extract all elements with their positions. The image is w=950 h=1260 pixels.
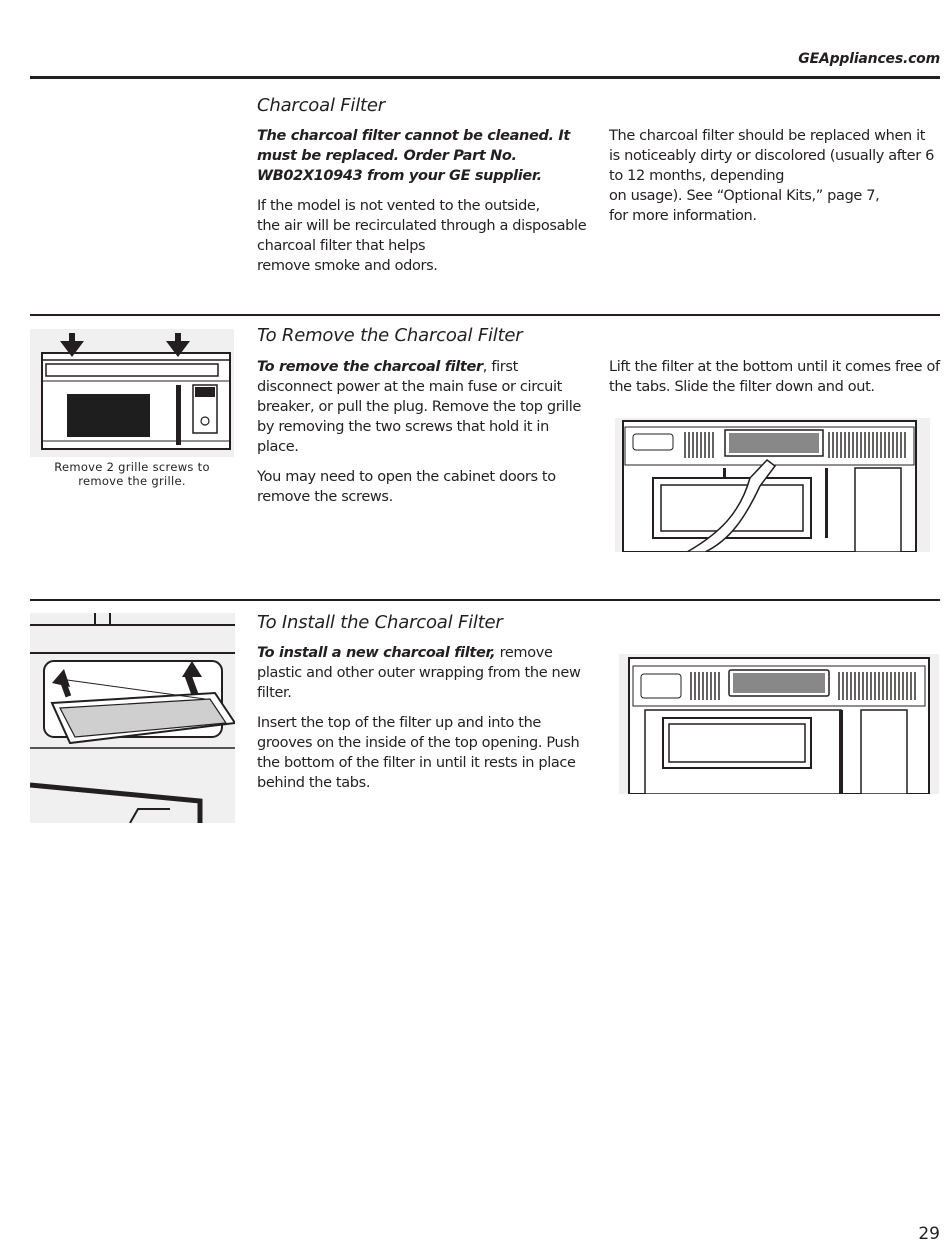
install-lead: To install a new charcoal filter, xyxy=(257,645,496,661)
remove-cabinet-note: You may need to open the cabinet doors t… xyxy=(257,469,556,505)
install-insert-text: Insert the top of the filter up and into… xyxy=(257,715,580,791)
grille-screws-figure xyxy=(30,329,234,457)
grille-figure-caption: Remove 2 grille screws to remove the gri… xyxy=(54,460,210,488)
install-lead-rest: remove plastic and other outer wrapping … xyxy=(257,645,581,701)
recirculation-line-3: remove smoke and odors. xyxy=(257,258,438,274)
site-url: GEAppliances.com xyxy=(798,51,940,67)
replacement-line-3: for more information. xyxy=(609,208,757,224)
install-instructions: To install a new charcoal filter, remove… xyxy=(257,643,593,703)
recirculation-line-2: the air will be recirculated through a d… xyxy=(257,218,587,254)
section-rule-remove xyxy=(30,314,940,316)
remove-left-column: To remove the charcoal filter, first dis… xyxy=(257,357,593,517)
down-arrow-icon xyxy=(166,333,190,357)
section-rule-install xyxy=(30,599,940,601)
replacement-text: The charcoal filter should be replaced w… xyxy=(609,126,941,226)
remove-lift-text: Lift the filter at the bottom until it c… xyxy=(609,359,940,395)
up-arrow-icon xyxy=(52,669,72,698)
header-rule xyxy=(30,76,940,79)
remove-lead: To remove the charcoal filter xyxy=(257,359,483,375)
down-arrow-icon xyxy=(60,333,84,357)
install-filter-figure xyxy=(30,613,235,823)
install-left-column: To install a new charcoal filter, remove… xyxy=(257,643,593,803)
remove-instructions: To remove the charcoal filter, first dis… xyxy=(257,357,593,457)
remove-right-column: Lift the filter at the bottom until it c… xyxy=(609,357,941,407)
section-title-install: To Install the Charcoal Filter xyxy=(257,612,503,633)
remove-filter-figure xyxy=(615,418,930,552)
charcoal-filter-warning: The charcoal filter cannot be cleaned. I… xyxy=(257,128,571,184)
up-arrow-icon xyxy=(182,661,202,696)
replacement-line-1: The charcoal filter should be replaced w… xyxy=(609,128,934,184)
charcoal-filter-right-column: The charcoal filter should be replaced w… xyxy=(609,126,941,236)
remove-lead-rest: , first disconnect power at the main fus… xyxy=(257,359,581,455)
section-title-remove: To Remove the Charcoal Filter xyxy=(257,325,523,346)
charcoal-filter-recirculation-text: If the model is not vented to the outsid… xyxy=(257,196,595,276)
section-title-charcoal-filter: Charcoal Filter xyxy=(257,95,385,116)
charcoal-filter-left-column: The charcoal filter cannot be cleaned. I… xyxy=(257,126,595,286)
recirculation-line-1: If the model is not vented to the outsid… xyxy=(257,198,540,214)
page-number: 29 xyxy=(918,1224,940,1244)
replacement-line-2: on usage). See “Optional Kits,” page 7, xyxy=(609,188,880,204)
installed-filter-figure xyxy=(619,654,939,794)
